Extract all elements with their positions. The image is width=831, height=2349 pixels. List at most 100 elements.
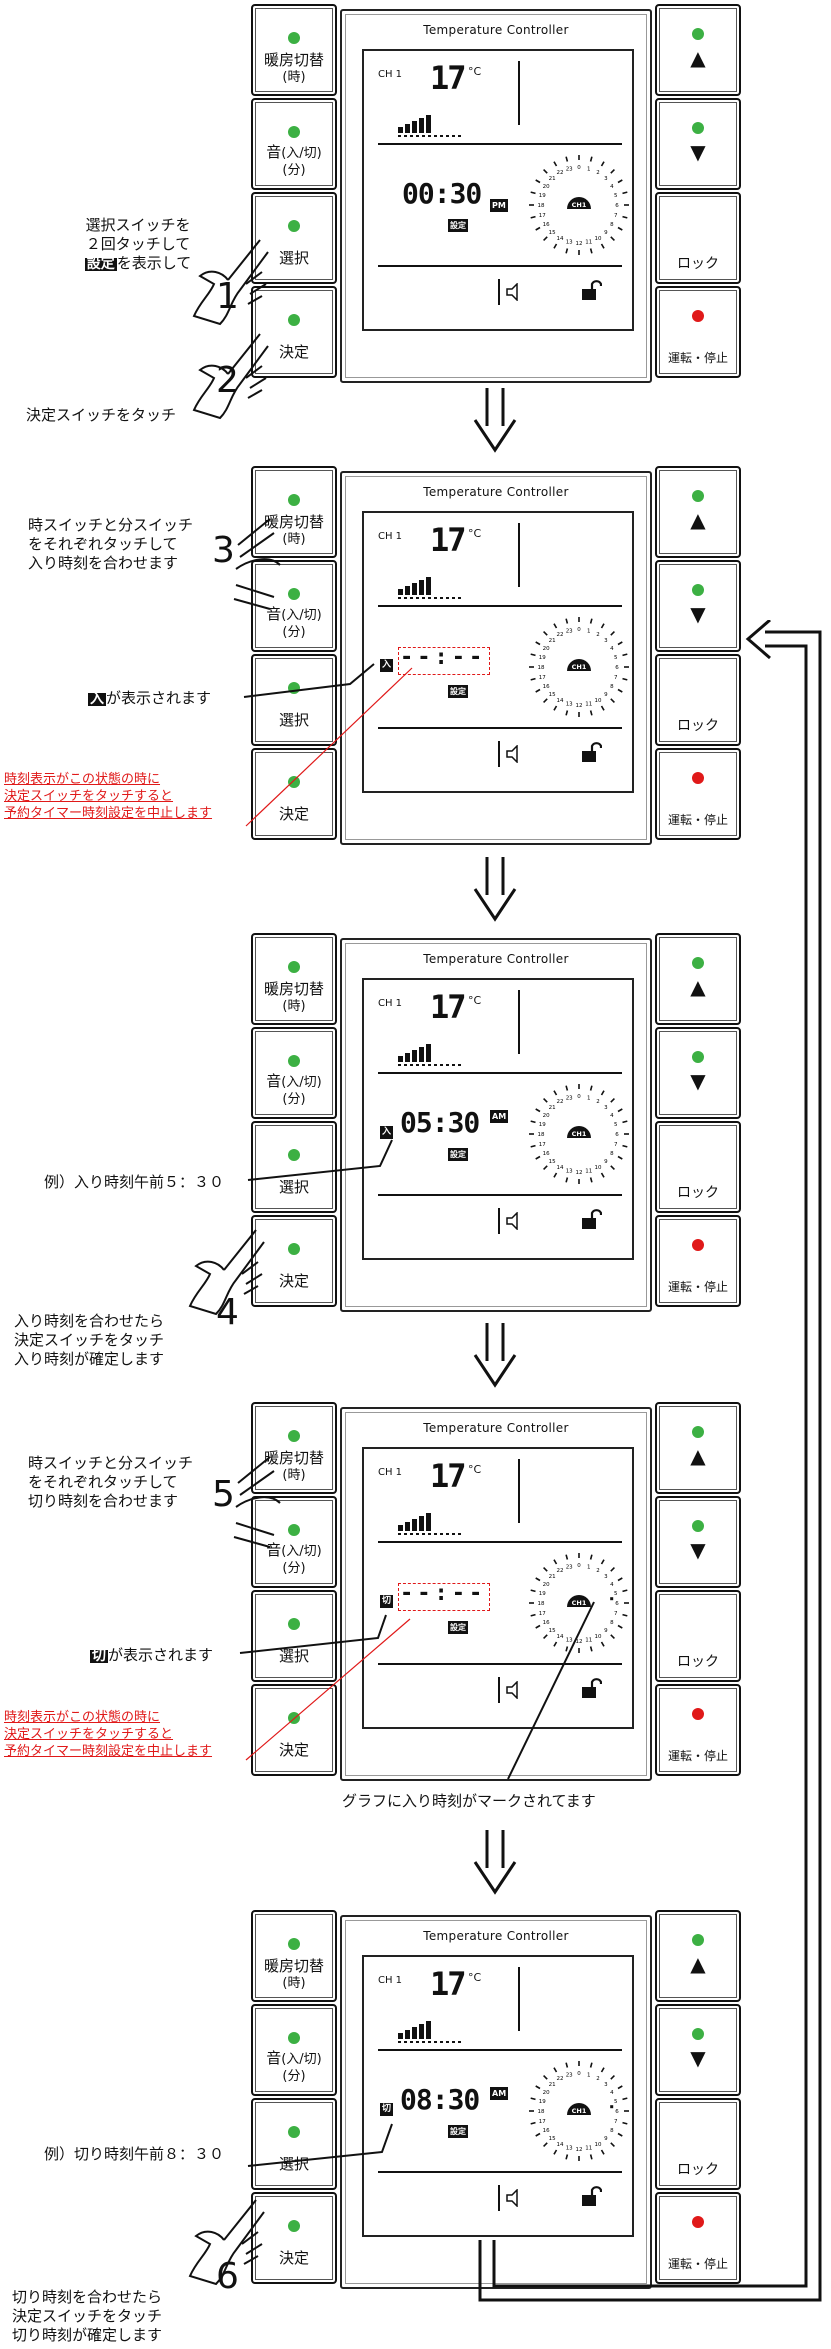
dial-number: 20: [543, 2090, 550, 2096]
select-button[interactable]: 選択: [251, 192, 337, 284]
level-bars: [398, 1040, 478, 1066]
dial-number: 22: [557, 632, 564, 638]
run-stop-button[interactable]: 運転・停止: [655, 748, 741, 840]
lcd-divider-top: [378, 605, 622, 607]
time-mode-tag: 入: [380, 1126, 394, 1139]
dial-number: 13: [566, 702, 573, 708]
ampm-badge: AM: [490, 2087, 509, 2100]
dial-tick: [565, 1554, 569, 1560]
dial-tick: [543, 169, 548, 174]
status-led: [692, 957, 704, 969]
dial-number: 2: [596, 1099, 600, 1105]
dial-tick: [530, 2097, 536, 2101]
dial-tick: [553, 161, 558, 167]
lock-button[interactable]: ロック: [655, 2098, 741, 2190]
level-bar: [412, 121, 417, 133]
lock-button[interactable]: ロック: [655, 1590, 741, 1682]
lock-button[interactable]: ロック: [655, 1121, 741, 1213]
temperature-unit: °C: [468, 1971, 482, 1984]
dial-tick: [589, 1085, 593, 1091]
sound-button[interactable]: 音(入/切)(分): [251, 560, 337, 652]
down-button[interactable]: ▼: [655, 2004, 741, 2096]
blink-box: [398, 1583, 490, 1611]
level-dot: [398, 597, 401, 599]
step5-number: 5: [212, 1474, 235, 1515]
lock-button[interactable]: ロック: [655, 654, 741, 746]
down-button[interactable]: ▼: [655, 98, 741, 190]
sound-button[interactable]: 音(入/切)(分): [251, 2004, 337, 2096]
dial-tick: [543, 2142, 548, 2147]
sound-button[interactable]: 音(入/切)(分): [251, 1496, 337, 1588]
decide-button[interactable]: 決定: [251, 286, 337, 378]
dial-tick: [530, 1120, 536, 1124]
heat-switch-button[interactable]: 暖房切替(時): [251, 4, 337, 96]
dial-number: 22: [557, 170, 564, 176]
dial-tick: [535, 2085, 541, 2090]
sound-text: 音: [266, 1072, 282, 1090]
run-stop-button[interactable]: 運転・停止: [655, 2192, 741, 2284]
dial-tick: [565, 618, 569, 624]
level-dot: [458, 2041, 461, 2043]
sound-button-label: 音(入/切)(分): [253, 2050, 335, 2085]
time-display: --:--: [400, 1581, 487, 1606]
run-stop-button[interactable]: 運転・停止: [655, 286, 741, 378]
dial-tick: [622, 1613, 628, 1617]
down-button[interactable]: ▼: [655, 560, 741, 652]
heat-switch-button[interactable]: 暖房切替(時): [251, 1402, 337, 1494]
status-led: [692, 310, 704, 322]
level-bars: [398, 111, 478, 137]
step1-text: 選択スイッチを ２回タッチして 設定を表示して: [84, 216, 192, 272]
run-stop-button[interactable]: 運転・停止: [655, 1684, 741, 1776]
dial-number: 0: [577, 2071, 581, 2077]
dial-tick: [530, 1144, 536, 1148]
decide-button-label: 決定: [253, 344, 335, 361]
select-text: 選択: [278, 1178, 309, 1196]
heat-switch-text: 暖房切替: [263, 513, 324, 531]
dial-number: 6: [615, 1132, 619, 1138]
dial-number: 20: [543, 1582, 550, 1588]
select-button-label: 選択: [253, 250, 335, 267]
dial-tick: [543, 1098, 548, 1103]
run-stop-button[interactable]: 運転・停止: [655, 1215, 741, 1307]
panel-title: Temperature Controller: [423, 485, 569, 499]
up-button[interactable]: ▲: [655, 933, 741, 1025]
up-button[interactable]: ▲: [655, 4, 741, 96]
dial-tick: [617, 2085, 623, 2090]
decide-button[interactable]: 決定: [251, 1684, 337, 1776]
decide-button[interactable]: 決定: [251, 1215, 337, 1307]
sound-button[interactable]: 音(入/切)(分): [251, 98, 337, 190]
level-dot: [452, 135, 455, 137]
hand-icon-2: [192, 333, 269, 420]
down-button[interactable]: ▼: [655, 1496, 741, 1588]
dial-tick: [543, 2075, 548, 2080]
select-button[interactable]: 選択: [251, 654, 337, 746]
up-button[interactable]: ▲: [655, 1402, 741, 1494]
step2-text: 決定スイッチをタッチ: [26, 406, 177, 424]
up-button[interactable]: ▲: [655, 466, 741, 558]
dial-number: 6: [615, 1601, 619, 1607]
select-button[interactable]: 選択: [251, 1590, 337, 1682]
down-button[interactable]: ▼: [655, 1027, 741, 1119]
select-text: 選択: [278, 1647, 309, 1665]
heat-switch-button[interactable]: 暖房切替(時): [251, 1910, 337, 2002]
up-button[interactable]: ▲: [655, 1910, 741, 2002]
sound-button[interactable]: 音(入/切)(分): [251, 1027, 337, 1119]
dial-tick: [617, 179, 623, 184]
dial-tick: [553, 705, 558, 711]
lcd-divider-icons: [498, 1208, 500, 1234]
decide-button[interactable]: 決定: [251, 748, 337, 840]
level-dot: [434, 597, 437, 599]
lock-button[interactable]: ロック: [655, 192, 741, 284]
decide-button-label: 決定: [253, 806, 335, 823]
select-button[interactable]: 選択: [251, 2098, 337, 2190]
heat-switch-button[interactable]: 暖房切替(時): [251, 466, 337, 558]
select-button[interactable]: 選択: [251, 1121, 337, 1213]
dial-tick: [617, 688, 623, 693]
level-dot: [446, 597, 449, 599]
heat-switch-button[interactable]: 暖房切替(時): [251, 933, 337, 1025]
decide-button[interactable]: 決定: [251, 2192, 337, 2284]
cancel-note-1: 時刻表示がこの状態の時に 決定スイッチをタッチすると 予約タイマー時刻設定を中止…: [4, 772, 213, 821]
